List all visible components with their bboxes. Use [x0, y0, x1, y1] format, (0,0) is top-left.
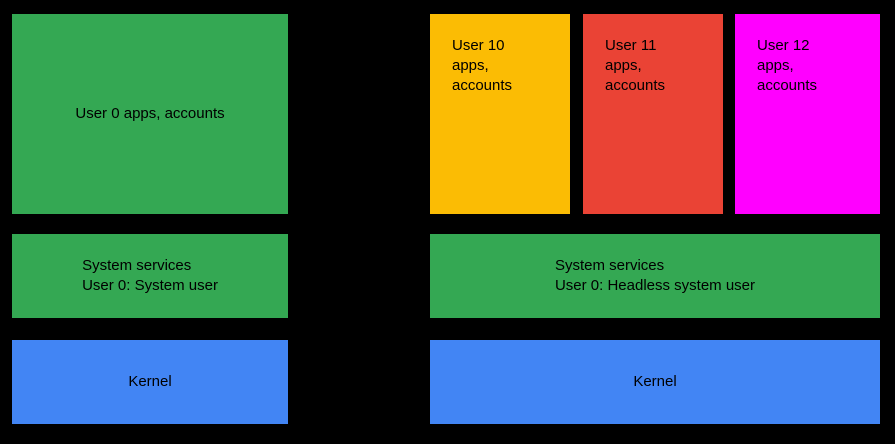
right-user11-apps-label: User 11 apps, accounts — [605, 37, 666, 94]
left-kernel-label: Kernel — [128, 373, 172, 390]
left-user0-apps-block: User 0 apps, accounts — [12, 14, 288, 214]
left-system-services-block: System services User 0: System user — [12, 234, 288, 318]
right-system-services-label: System services User 0: Headless system … — [554, 257, 756, 294]
left-user0-apps-label: User 0 apps, accounts — [75, 105, 225, 122]
right-user10-apps-label: User 10 apps, accounts — [452, 37, 513, 94]
right-system-services-block: System services User 0: Headless system … — [430, 234, 880, 318]
right-user12-apps-block: User 12 apps, accounts — [735, 14, 880, 214]
left-system-services-label: System services User 0: System user — [82, 257, 218, 294]
left-kernel-block: Kernel — [12, 340, 288, 424]
right-kernel-block: Kernel — [430, 340, 880, 424]
right-user11-apps-block: User 11 apps, accounts — [583, 14, 723, 214]
right-user12-apps-label: User 12 apps, accounts — [757, 37, 818, 94]
right-kernel-label: Kernel — [633, 373, 677, 390]
right-user10-apps-block: User 10 apps, accounts — [430, 14, 570, 214]
